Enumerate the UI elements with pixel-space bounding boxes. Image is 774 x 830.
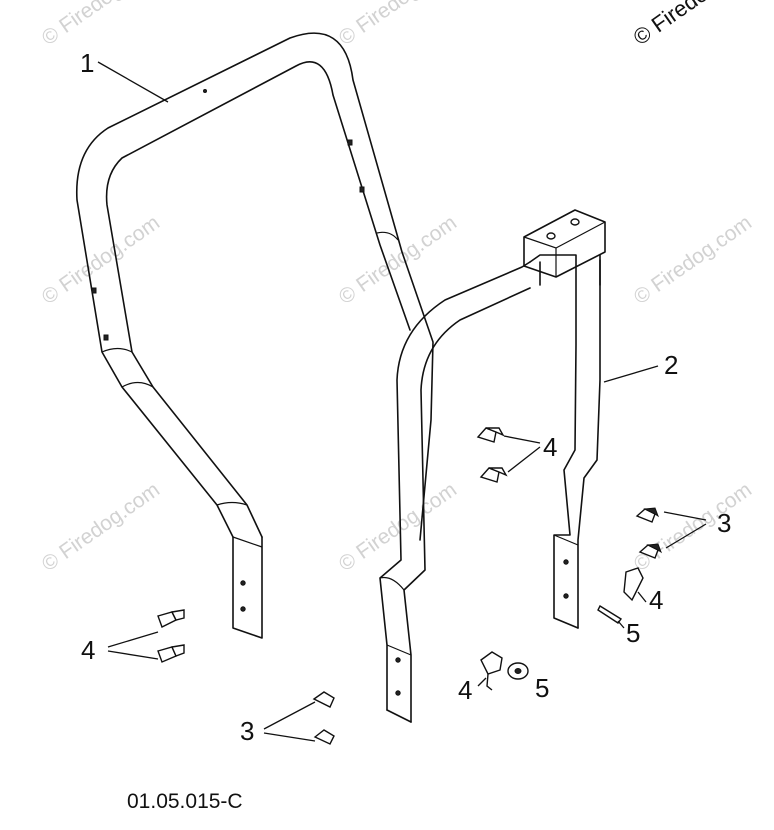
callout-bolt-right: 4 [649, 585, 663, 615]
diagram-code: 01.05.015-C [127, 790, 243, 813]
bolts-center [476, 427, 508, 483]
callout-bolts-center: 4 [543, 432, 557, 462]
corner-copyright: © Firedo [629, 0, 713, 50]
bolt-and-pin-right [597, 567, 644, 624]
screws-right [635, 507, 663, 559]
part-1-frame [75, 32, 434, 639]
callout-washer-bottom: 5 [535, 673, 549, 703]
watermark-text: © Firedog.com [335, 0, 461, 50]
watermark-layer: © Firedog.com © Firedog.com © Firedog.co… [38, 0, 756, 576]
watermark-text: © Firedog.com [38, 0, 164, 50]
part-2-frame [379, 209, 606, 723]
watermark-text: © Firedog.com [38, 211, 164, 309]
callout-bolt-bottom: 4 [458, 675, 472, 705]
bolts-left [157, 609, 185, 663]
callout-pin-right: 5 [626, 618, 640, 648]
callout-screws-right: 3 [717, 508, 731, 538]
leader-lines [97, 61, 707, 742]
callouts: 1 2 4 3 4 5 4 4 5 3 [80, 48, 731, 746]
watermark-text: © Firedog.com [335, 478, 461, 576]
watermark-text: © Firedog.com [630, 211, 756, 309]
watermark-text: © Firedog.com [38, 478, 164, 576]
callout-bolts-left: 4 [81, 635, 95, 665]
callout-part-2: 2 [664, 350, 678, 380]
callout-part-1: 1 [80, 48, 94, 78]
bolt-washer-bottom [480, 651, 529, 691]
watermark-text: © Firedog.com [630, 478, 756, 576]
screws-bottom [312, 691, 335, 745]
callout-screws-bottom: 3 [240, 716, 254, 746]
